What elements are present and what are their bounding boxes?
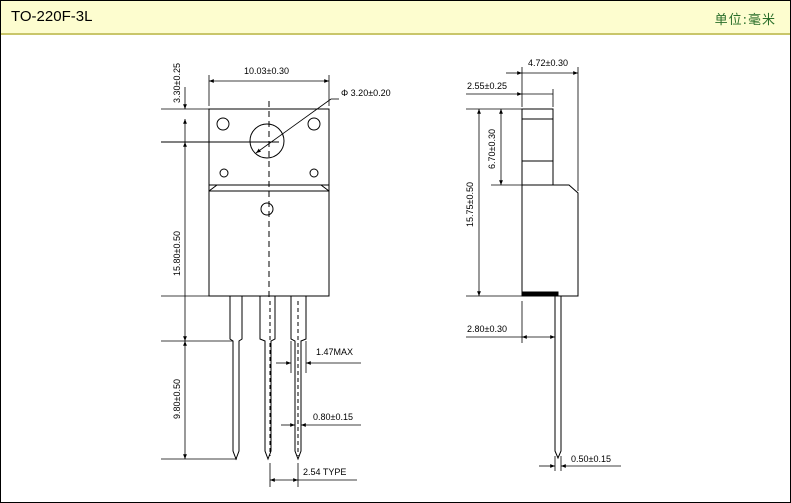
side-view bbox=[521, 108, 579, 460]
lead-left bbox=[229, 296, 243, 461]
side-lead bbox=[554, 296, 562, 460]
side-tab bbox=[521, 108, 554, 186]
package-title: TO-220F-3L bbox=[11, 8, 93, 25]
dim-side-tab: 2.55±0.25 bbox=[467, 81, 507, 91]
front-body bbox=[208, 184, 330, 297]
dim-hole-diameter: Φ 3.20±0.20 bbox=[341, 88, 391, 98]
dim-side-lead-offset: 2.80±0.30 bbox=[467, 324, 507, 334]
dim-lead-thickness: 0.80±0.15 bbox=[313, 412, 353, 422]
corner-hole-tl bbox=[216, 117, 230, 131]
front-dimensions bbox=[161, 75, 361, 487]
dim-top-to-hole: 3.30±0.25 bbox=[172, 63, 182, 103]
side-dimensions bbox=[466, 67, 621, 471]
corner-hole-bl bbox=[219, 168, 229, 178]
side-body bbox=[521, 184, 579, 297]
mounting-hole bbox=[249, 123, 285, 159]
body-dimple bbox=[260, 202, 274, 216]
dim-side-total: 15.75±0.50 bbox=[465, 182, 475, 227]
dim-side-upper: 6.70±0.30 bbox=[487, 129, 497, 169]
dim-pitch: 2.54 TYPE bbox=[303, 467, 346, 477]
corner-hole-tr bbox=[307, 117, 321, 131]
dim-body-height: 15.80±0.50 bbox=[172, 231, 182, 276]
dim-side-lead-thickness: 0.50±0.15 bbox=[571, 454, 611, 464]
dim-lead-width-max: 1.47MAX bbox=[316, 347, 353, 357]
side-base-strip bbox=[521, 291, 559, 297]
dim-side-thickness: 4.72±0.30 bbox=[528, 58, 568, 68]
lead-middle bbox=[259, 296, 276, 461]
units-label: 单位:毫米 bbox=[714, 13, 776, 28]
corner-hole-br bbox=[309, 168, 319, 178]
dim-lead-length: 9.80±0.50 bbox=[172, 379, 182, 419]
lead-right bbox=[290, 296, 307, 461]
front-view bbox=[161, 101, 330, 461]
dim-width: 10.03±0.30 bbox=[244, 66, 289, 76]
header-bar: TO-220F-3L 单位:毫米 bbox=[1, 1, 790, 35]
